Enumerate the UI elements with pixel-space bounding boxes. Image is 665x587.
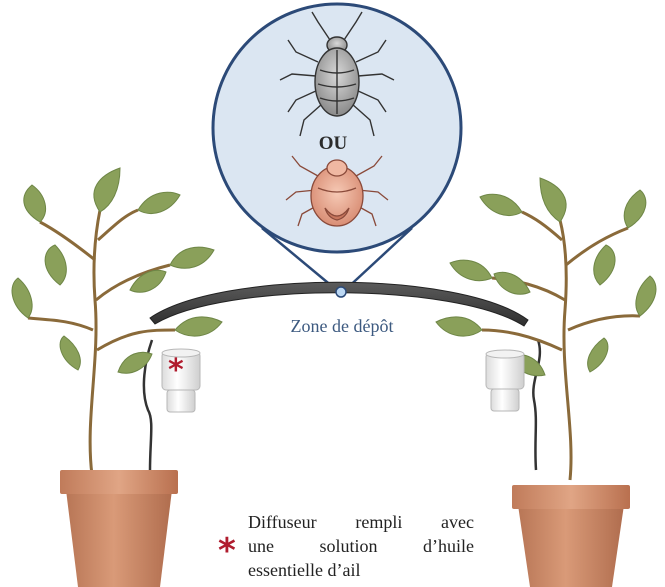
right-diffuser: [486, 350, 524, 411]
right-pot: [512, 485, 630, 587]
legend-text: Diffuseur rempli avec une solution d’hui…: [248, 510, 474, 582]
legend-word: avec: [441, 510, 474, 534]
left-pot: [60, 470, 178, 587]
legend-word: d’huile: [423, 534, 474, 558]
tubing: [144, 340, 540, 470]
mite-icon: [286, 156, 388, 226]
legend-word: essentielle d’ail: [248, 560, 360, 580]
legend-line: essentielle d’ail: [248, 558, 474, 582]
legend-asterisk-icon: *: [218, 538, 236, 564]
left-plant: [12, 168, 222, 475]
or-label: OU: [303, 133, 363, 155]
diffuser-asterisk-icon: *: [168, 356, 184, 386]
legend-word: Diffuseur: [248, 510, 317, 534]
legend-word: solution: [319, 534, 377, 558]
right-plant: [436, 178, 656, 480]
legend-word: rempli: [355, 510, 402, 534]
deposit-zone-label: Zone de dépôt: [262, 316, 422, 337]
legend-word: une: [248, 534, 274, 558]
legend-line: Diffuseur rempli avec: [248, 510, 474, 534]
legend-line: une solution d’huile: [248, 534, 474, 558]
